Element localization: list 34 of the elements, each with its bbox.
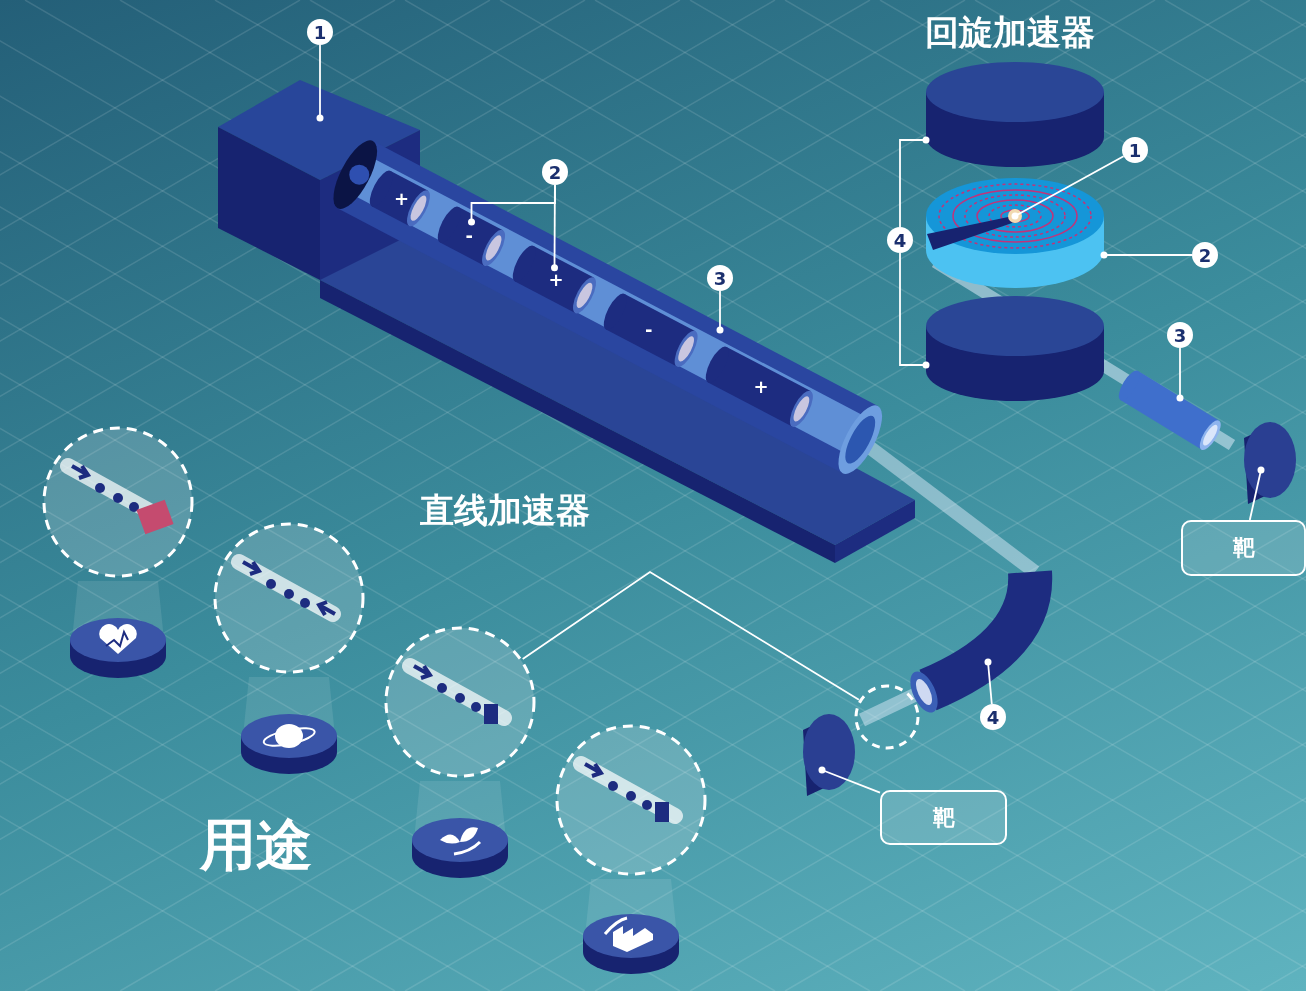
heading: 用途: [200, 811, 312, 879]
callout-number: 3: [1167, 322, 1193, 348]
magnet: [925, 296, 1105, 404]
callout-number: 2: [1192, 242, 1218, 268]
callout-number: 1: [307, 19, 333, 45]
leader-line: [899, 136, 930, 228]
leader-line: [1011, 155, 1125, 220]
usage-circle: [384, 626, 536, 778]
leader-line: [316, 44, 324, 122]
magnet: [925, 62, 1105, 170]
leader-line: [716, 290, 724, 334]
usage-circle: [555, 724, 707, 876]
leader-line: [984, 658, 993, 705]
heading: 直线加速器: [420, 489, 590, 532]
usage-circle: [42, 426, 194, 578]
leader-line: [899, 252, 930, 369]
heading: 回旋加速器: [925, 11, 1095, 54]
target-label: 靶: [1181, 520, 1306, 576]
target-label: 靶: [880, 790, 1007, 845]
callout-number: 4: [980, 704, 1006, 730]
callout-number: 3: [707, 265, 733, 291]
leader-line: [551, 184, 558, 272]
leader-line: [1100, 251, 1193, 259]
callout-number: 1: [1122, 137, 1148, 163]
leader-line: [1248, 466, 1265, 521]
callout-number: 4: [887, 227, 913, 253]
leader-line: [1176, 347, 1184, 402]
connector-line: [521, 570, 860, 701]
zoom-circle: [854, 684, 920, 750]
usage-circle: [213, 522, 365, 674]
callout-number: 2: [542, 159, 568, 185]
leader-line: [818, 766, 881, 794]
ion-source: [1007, 208, 1023, 224]
dee-chamber: [925, 178, 1105, 290]
